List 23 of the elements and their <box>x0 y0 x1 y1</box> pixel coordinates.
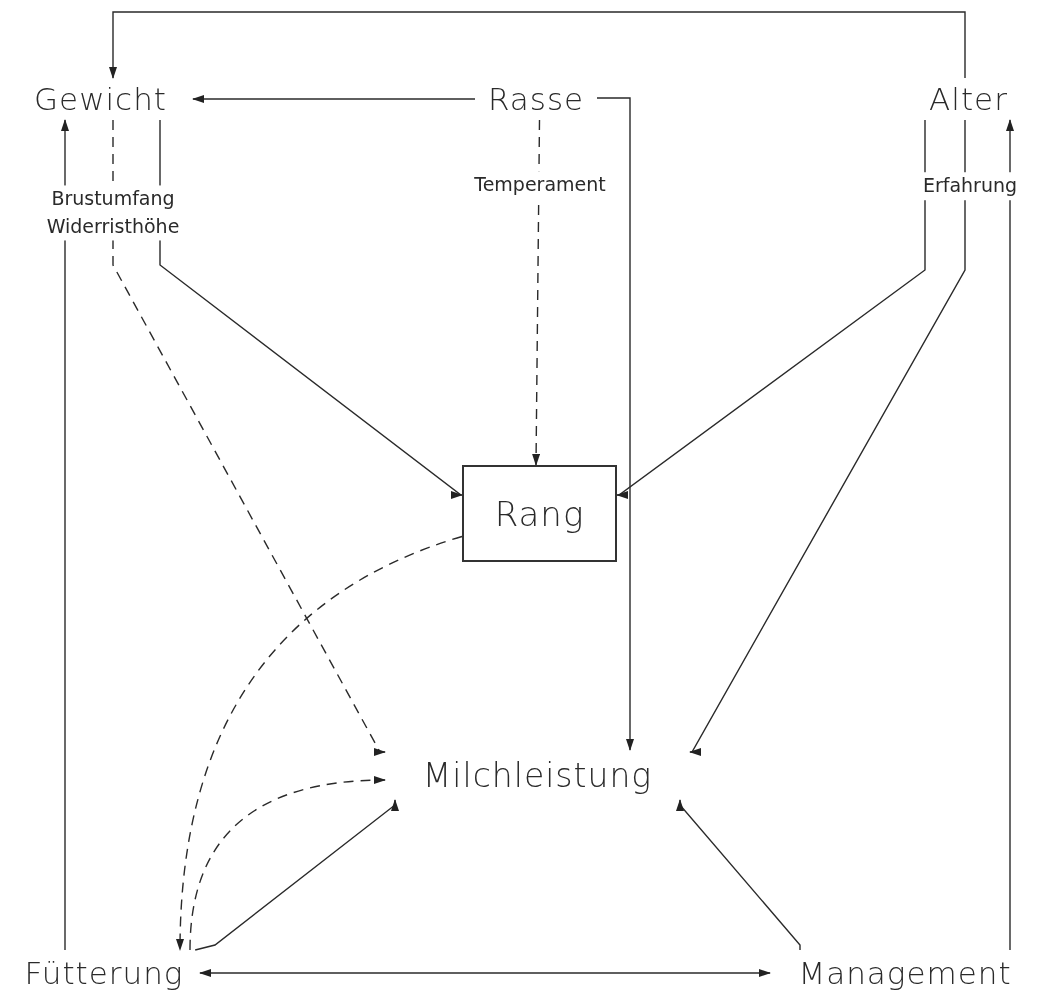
arrow <box>109 11 966 79</box>
node-label: Rasse <box>487 81 585 117</box>
node-label: Alter <box>929 81 1008 117</box>
arrow <box>189 776 386 951</box>
arrow <box>159 119 463 499</box>
node-label: Management <box>798 955 1012 991</box>
node-label: Milchleistung <box>422 755 653 795</box>
process-box <box>462 465 617 562</box>
arrow <box>61 119 69 951</box>
arrow <box>112 119 386 756</box>
node-label: Gewicht <box>34 81 167 117</box>
node-label: Rang <box>494 493 585 534</box>
arrow <box>194 799 399 951</box>
arrow <box>176 535 463 951</box>
arrow <box>192 95 476 103</box>
arrow <box>616 119 926 499</box>
arrow <box>596 97 634 751</box>
arrow <box>676 799 801 951</box>
node-label: Fütterung <box>24 955 184 991</box>
arrow <box>689 119 966 756</box>
arrow <box>532 119 541 466</box>
arrow <box>199 969 771 977</box>
arrow <box>1006 119 1014 951</box>
